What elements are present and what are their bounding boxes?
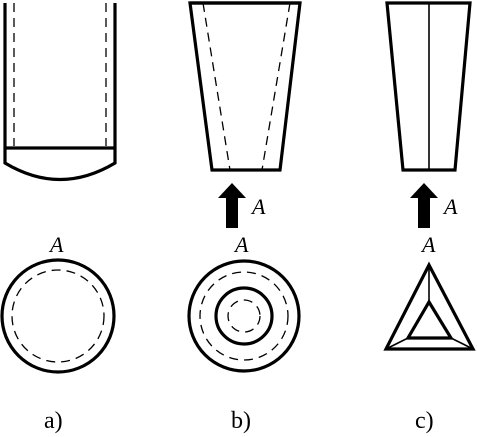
rounded-bottom-cap	[3, 148, 117, 182]
edge-line-left	[385, 337, 409, 350]
arrow-up-icon	[218, 183, 246, 228]
hidden-outer-circle	[199, 271, 289, 361]
view-arrow-b	[218, 183, 246, 228]
figure-c-top-view	[383, 261, 476, 351]
arrow-up-icon	[410, 183, 438, 228]
figure-b-top-view	[187, 259, 301, 373]
outer-triangle	[383, 261, 476, 351]
inner-circle	[214, 286, 274, 346]
caption-b: b)	[231, 408, 251, 434]
view-label-b: A	[233, 232, 249, 257]
hidden-circle	[11, 269, 105, 363]
arrow-label-c: A	[442, 194, 458, 219]
cylinder-outline	[3, 3, 117, 150]
figure-c-front-view	[385, 1, 472, 172]
hidden-inner-circle	[227, 299, 261, 333]
edge-line-right	[450, 337, 474, 350]
figure-a: A a)	[0, 3, 117, 434]
figure-b-front-view	[188, 1, 302, 172]
inner-triangle	[405, 298, 454, 340]
view-label-a: A	[48, 232, 64, 257]
tapered-prism-outline	[385, 1, 472, 172]
outer-circle	[187, 259, 301, 373]
figure-b: A A b)	[187, 1, 302, 434]
caption-c: c)	[415, 408, 434, 434]
arrow-label-b: A	[250, 194, 266, 219]
tapered-body-outline	[188, 1, 302, 172]
figure-a-top-view	[0, 258, 116, 374]
view-arrow-c	[410, 183, 438, 228]
caption-a: a)	[44, 408, 63, 434]
view-label-c: A	[420, 232, 436, 257]
figure-c: A A c)	[383, 1, 476, 434]
hidden-bore-right	[261, 2, 291, 171]
outer-circle	[0, 258, 116, 374]
hidden-bore-left	[202, 2, 231, 171]
figure-a-front-view	[3, 3, 117, 182]
